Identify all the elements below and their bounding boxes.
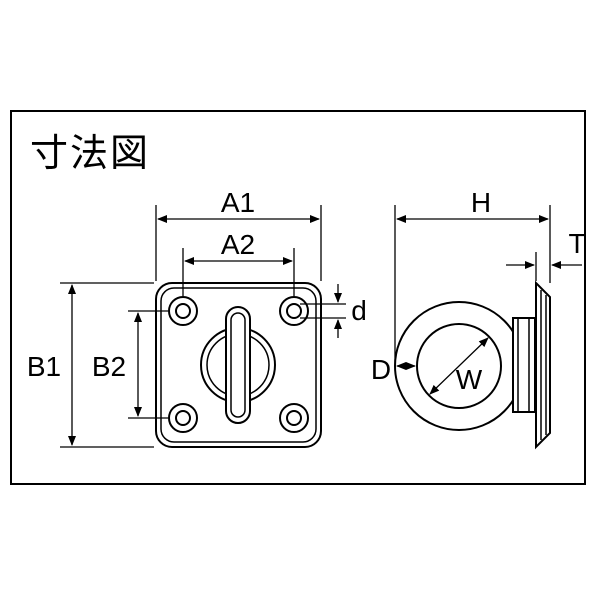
label-t: T [568, 228, 585, 259]
label-w: W [456, 364, 483, 395]
front-view-dimensions [60, 205, 346, 448]
side-view-dimensions [394, 205, 582, 395]
label-d-small: d [351, 295, 367, 326]
base-plate-outer [155, 282, 322, 448]
label-b1: B1 [27, 351, 61, 382]
dimension-labels: A1 A2 B1 B2 d H T D W [27, 187, 586, 395]
mounting-hole-top-left [168, 296, 198, 326]
ring-edge-inner [230, 312, 246, 418]
label-h: H [471, 187, 491, 218]
side-base-plate [535, 280, 551, 450]
mounting-hole-top-right [279, 296, 309, 326]
mounting-hole-bottom-left [168, 403, 198, 433]
base-plate-inner [160, 287, 317, 443]
label-d-large: D [371, 354, 391, 385]
front-view [155, 282, 322, 448]
dimension-w-line [429, 337, 489, 395]
drawing-frame [10, 110, 586, 485]
drawing-title: 寸法図 [30, 131, 151, 175]
mounting-hole-bottom-right [279, 403, 309, 433]
ring-edge-outer [225, 306, 251, 424]
label-a2: A2 [221, 229, 255, 260]
label-b2: B2 [92, 351, 126, 382]
ring-inner [416, 323, 502, 409]
label-a1: A1 [221, 187, 255, 218]
boss-outer [512, 317, 536, 413]
side-view [394, 280, 551, 450]
